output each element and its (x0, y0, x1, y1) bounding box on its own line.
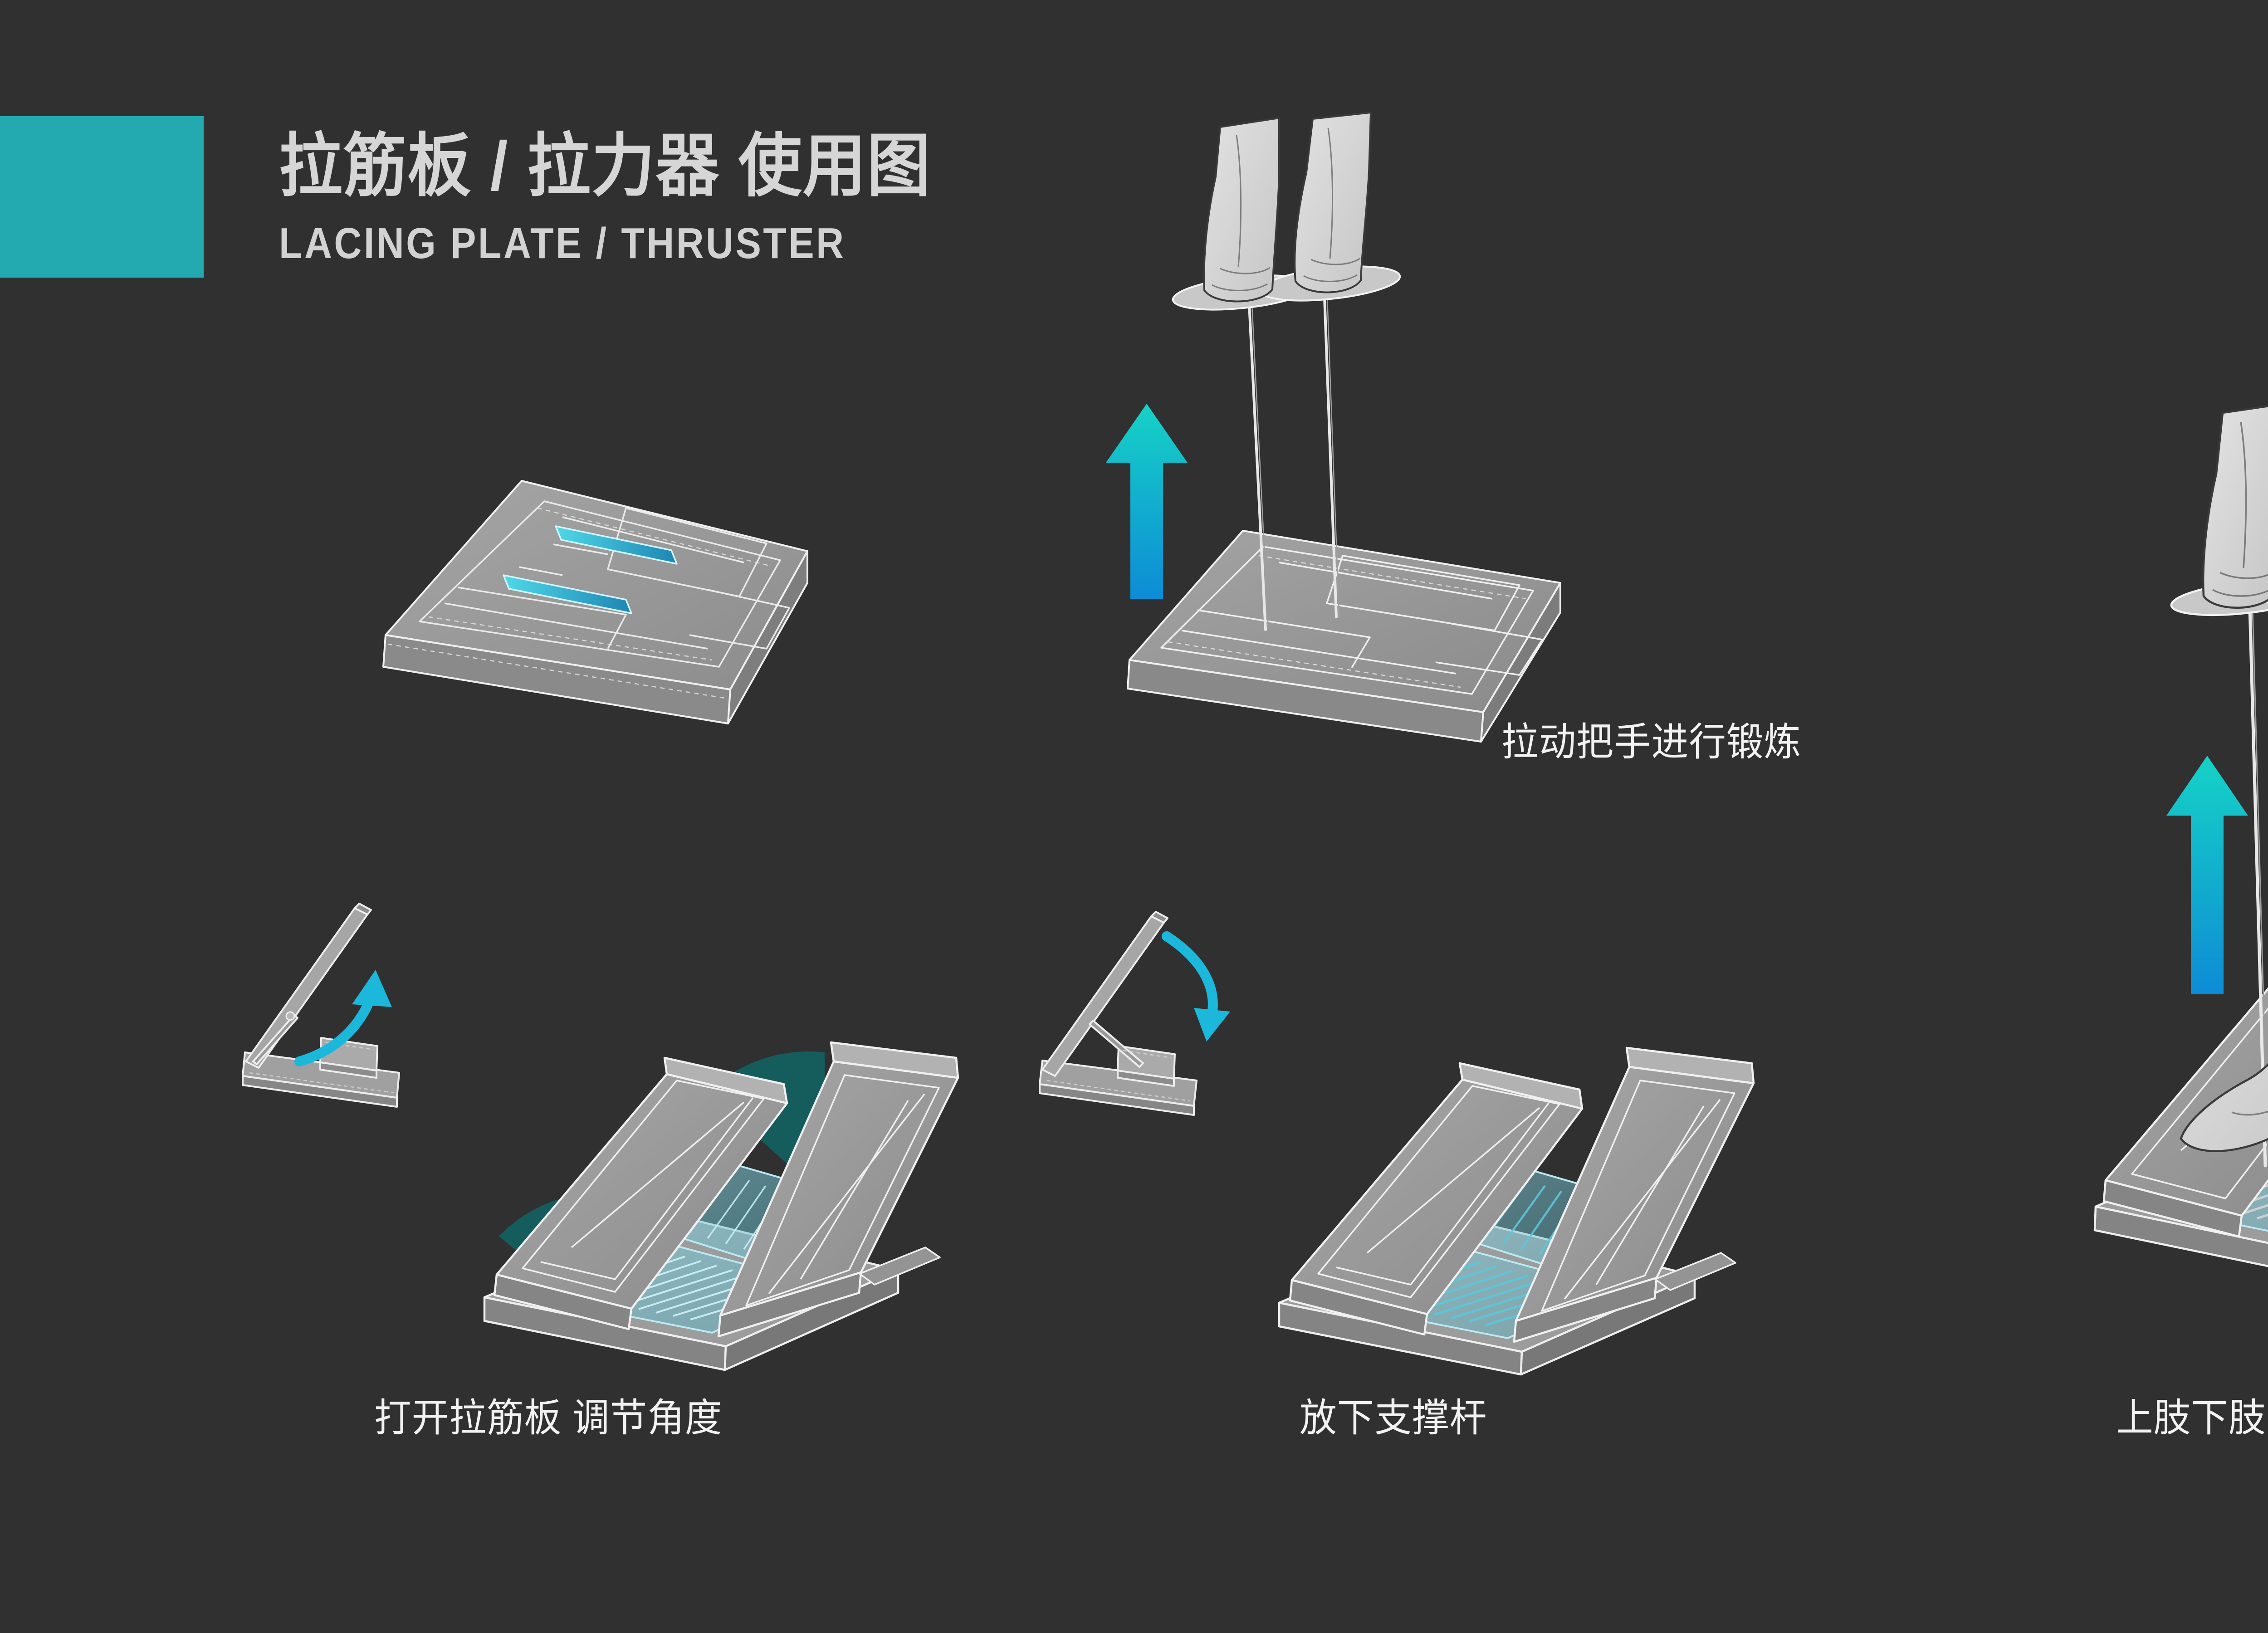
arrow-curve-up-icon (294, 970, 392, 1066)
title-chinese: 拉筋板 / 拉力器 使用图 (279, 127, 931, 205)
illustration-full-body-use (1978, 354, 2268, 1370)
illustration-pull-handles (1025, 109, 1660, 771)
illustration-lower-support-rod (1007, 830, 1833, 1376)
illustration-closed-plate (308, 454, 943, 780)
arrow-up-icon (1106, 404, 1188, 599)
title-english: LACING PLATE / THRUSTER (279, 219, 846, 268)
caption-both-limbs: 上肢下肢同时锻炼 (2116, 1396, 2268, 1440)
page-title: 拉筋板 / 拉力器 使用图 LACING PLATE / THRUSTER (279, 132, 988, 269)
arrow-curve-down-icon (1162, 931, 1230, 1041)
illustration-open-plate (218, 826, 1043, 1371)
caption-pull-handles: 拉动把手进行锻炼 (1501, 720, 1802, 764)
caption-lower-rod: 放下支撑杆 (1300, 1396, 1487, 1440)
caption-open-plate: 打开拉筋板 调节角度 (374, 1396, 723, 1440)
header-accent-block (0, 116, 204, 278)
arrow-up-icon (2166, 756, 2248, 994)
